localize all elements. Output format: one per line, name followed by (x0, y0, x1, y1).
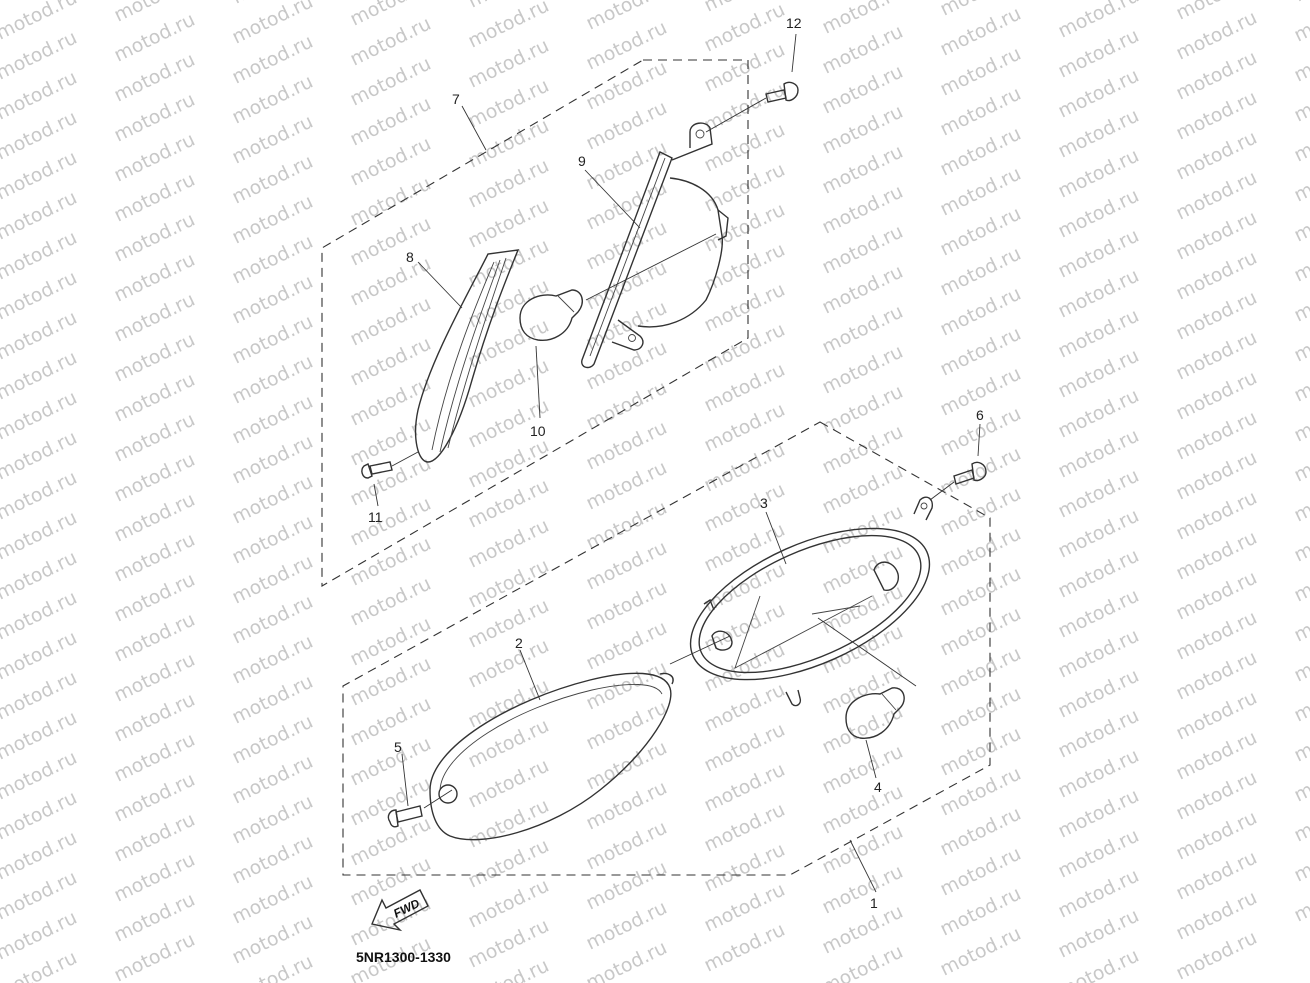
callout-8: 8 (406, 249, 414, 265)
callout-6: 6 (976, 407, 984, 423)
watermark-text: motod.ru (1291, 0, 1310, 6)
assembly-boundary-upper (321, 59, 749, 587)
lamp-body-housing (689, 496, 934, 707)
watermark-text: motod.ru (1291, 0, 1310, 46)
callout-2: 2 (515, 635, 523, 651)
callout-5: 5 (394, 739, 402, 755)
screw-left (361, 461, 393, 479)
callout-9: 9 (578, 153, 586, 169)
callout-1: 1 (870, 895, 878, 911)
callout-11: 11 (368, 509, 383, 525)
callout-numbers: 1 2 3 4 5 6 7 8 9 10 11 12 (368, 15, 984, 911)
side-reflector-lens (414, 249, 520, 463)
callout-12: 12 (786, 15, 802, 31)
leader-lines (373, 33, 981, 893)
assembly-boundary-lower (342, 421, 991, 876)
screw-right (953, 461, 987, 485)
outer-lens (429, 672, 674, 841)
callout-4: 4 (874, 779, 882, 795)
diagram-code: 5NR1300-1330 (356, 949, 451, 965)
callout-7: 7 (452, 91, 460, 107)
screw-lens (387, 805, 423, 828)
callout-10: 10 (530, 423, 546, 439)
bulb-lower (845, 687, 905, 739)
callout-3: 3 (760, 495, 768, 511)
rear-housing (581, 122, 729, 369)
screw-upper (765, 81, 799, 103)
bulb-upper (519, 289, 583, 341)
